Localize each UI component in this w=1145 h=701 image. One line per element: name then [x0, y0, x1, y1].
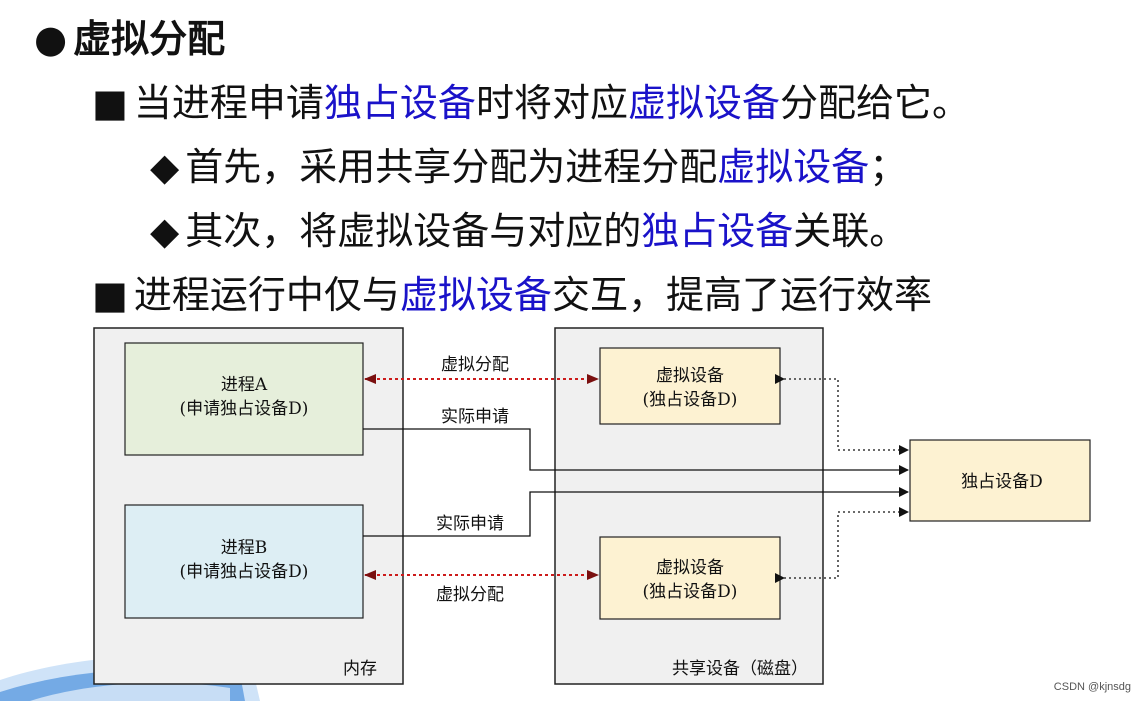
process-b-subtitle: (申请独占设备D) — [180, 562, 309, 582]
link-virtual-2-to-exclusive — [775, 507, 909, 583]
process-b-title: 进程B — [221, 538, 268, 558]
line2-part-4: 分配给它。 — [779, 81, 970, 125]
label-actual-request-top: 实际申请 — [441, 407, 509, 427]
bullet-line-4: ◆其次，将虚拟设备与对应的独占设备关联。 — [150, 200, 907, 255]
exclusive-device-label: 独占设备D — [961, 472, 1043, 492]
diamond-bullet-icon: ◆ — [150, 209, 180, 253]
line4-part-2: 关联。 — [793, 209, 908, 253]
square-bullet-icon: ■ — [92, 81, 128, 125]
heading: ●虚拟分配 — [34, 8, 225, 63]
line4-part-0: 其次，将虚拟设备与对应的 — [185, 209, 642, 253]
shared-device-label: 共享设备（磁盘） — [672, 659, 808, 679]
line3-part-1: 虚拟设备 — [717, 145, 870, 189]
exclusive-device-box — [909, 439, 1091, 522]
actual-request-arrow-b — [363, 487, 909, 537]
process-b-box — [124, 504, 364, 619]
virtual-device-1-subtitle: (独占设备D) — [643, 390, 738, 410]
bullet-line-3: ◆首先，采用共享分配为进程分配虚拟设备； — [150, 136, 907, 191]
process-a-title: 进程A — [221, 375, 268, 395]
virtual-device-2-title: 虚拟设备 — [656, 558, 724, 578]
link-virtual-1-to-exclusive — [775, 374, 909, 455]
label-actual-request-bottom: 实际申请 — [436, 514, 504, 534]
line2-part-2: 时将对应 — [475, 81, 628, 125]
line5-part-1: 虚拟设备 — [399, 273, 552, 317]
virtual-device-1-title: 虚拟设备 — [656, 366, 724, 386]
virtual-device-1-box — [599, 347, 781, 425]
label-virtual-alloc-bottom: 虚拟分配 — [436, 585, 504, 605]
line5-part-2: 交互，提高了运行效率 — [551, 273, 932, 317]
memory-label: 内存 — [343, 659, 377, 679]
line3-part-2: ； — [869, 145, 908, 189]
label-virtual-alloc-top: 虚拟分配 — [441, 355, 509, 375]
square-bullet-icon: ■ — [92, 273, 128, 317]
line2-part-1: 独占设备 — [323, 81, 476, 125]
line2-part-0: 当进程申请 — [133, 81, 324, 125]
line3-part-0: 首先，采用共享分配为进程分配 — [185, 145, 718, 189]
bullet-line-2: ■当进程申请独占设备时将对应虚拟设备分配给它。 — [92, 72, 970, 127]
circle-bullet-icon: ● — [34, 17, 68, 61]
line2-part-3: 虚拟设备 — [627, 81, 780, 125]
line4-part-1: 独占设备 — [641, 209, 794, 253]
line5-part-0: 进程运行中仅与 — [133, 273, 400, 317]
virtual-device-2-subtitle: (独占设备D) — [643, 582, 738, 602]
process-a-box — [124, 342, 364, 456]
actual-request-arrow-a — [363, 428, 909, 475]
watermark: CSDN @kjnsdg — [1053, 681, 1131, 693]
heading-text: 虚拟分配 — [73, 17, 226, 61]
process-a-subtitle: (申请独占设备D) — [180, 399, 309, 419]
diamond-bullet-icon: ◆ — [150, 145, 180, 189]
virtual-device-2-box — [599, 536, 781, 620]
bullet-line-5: ■进程运行中仅与虚拟设备交互，提高了运行效率 — [92, 264, 932, 319]
